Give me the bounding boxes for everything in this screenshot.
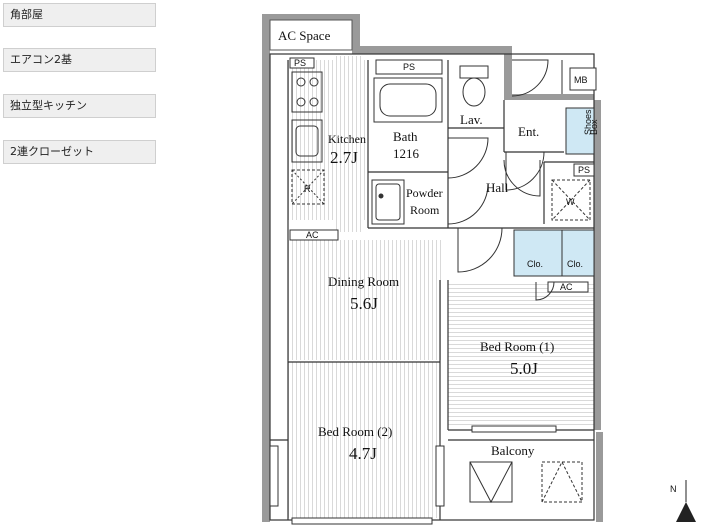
label-ps-bath: PS [403,62,415,72]
compass-icon [676,480,696,522]
ac-space-area [269,19,353,51]
balcony-units [469,460,583,504]
label-bedroom-2: Bed Room (2) [318,424,392,439]
label-kitchen-size: 2.7J [330,148,358,167]
label-refrigerator: R [304,184,311,194]
label-bedroom-1-size: 5.0J [510,359,538,378]
ps-box-right [573,163,595,177]
windows [269,425,557,525]
stove [291,71,323,113]
label-bath: Bath [393,129,418,144]
feature-tag-double-closet: 2連クローゼット [3,140,156,164]
label-kitchen: Kitchen [328,132,366,146]
label-ps-kitchen: PS [294,58,306,68]
toilet [459,65,489,107]
label-ac-bedroom: AC [560,282,573,292]
feature-tag-independent-kitchen: 独立型キッチン [3,94,156,118]
label-balcony: Balcony [491,443,535,458]
corridor-floor [336,56,364,232]
label-shoes-box-2: Box [589,119,599,135]
label-mb: MB [574,75,588,85]
feature-tag-corner-room: 角部屋 [3,3,156,27]
label-powder-room-1: Powder [406,186,443,200]
bedroom-1-floor [448,284,594,428]
ac-unit-kitchen [289,229,339,241]
washer-space [551,179,591,221]
closet-2 [561,229,595,277]
bedroom-2-floor [288,362,440,518]
label-entrance: Ent. [518,124,539,139]
label-closet-1: Clo. [527,259,543,269]
label-bedroom-2-size: 4.7J [349,444,377,463]
label-shoes-box-1: Shoes [583,109,593,135]
outer-walls [262,14,603,522]
ps-box-kitchen [289,57,315,69]
label-dining-size: 5.6J [350,294,378,313]
closet-1 [513,229,563,277]
label-compass-north: N [670,484,677,494]
label-bath-size: 1216 [393,146,420,161]
dining-floor [288,240,444,360]
shoes-box [565,107,595,155]
label-ac-space: AC Space [278,28,331,43]
label-dining-room: Dining Room [328,274,399,289]
refrigerator-space [291,169,325,205]
mb-box [569,67,597,91]
feature-tag-air-conditioners: エアコン2基 [3,48,156,72]
label-closet-2: Clo. [567,259,583,269]
label-bedroom-1: Bed Room (1) [480,339,554,354]
bathtub [373,77,443,123]
label-ps-right: PS [578,165,590,175]
label-hall: Hall [486,180,509,195]
label-lav: Lav. [460,112,483,127]
label-washer: W [566,197,575,207]
ps-box-bath [375,59,443,75]
label-powder-room-2: Room [410,203,440,217]
ac-unit-bedroom [547,281,589,293]
kitchen-sink [291,119,323,163]
doors [447,59,563,301]
washbasin [371,179,405,225]
label-ac-kitchen: AC [306,230,319,240]
